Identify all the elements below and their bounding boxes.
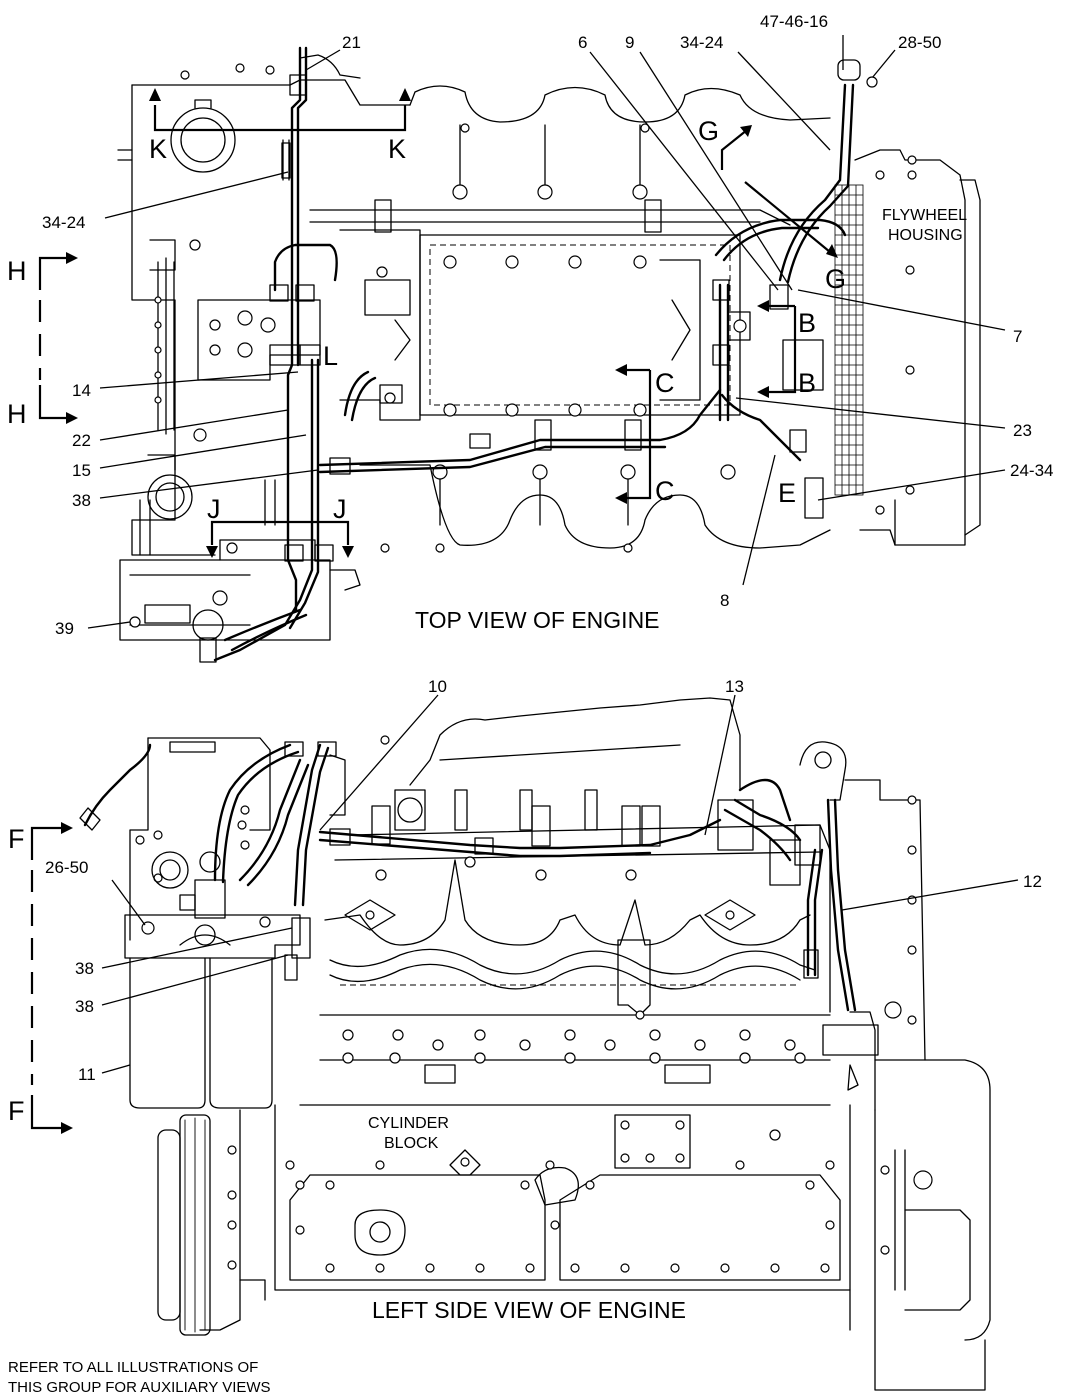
side-fuel-rail [318, 778, 824, 979]
top-valve-cover [409, 85, 831, 200]
top-view-caption: TOP VIEW OF ENGINE [415, 607, 660, 633]
callout-39: 39 [55, 619, 74, 638]
callout-38-upper: 38 [75, 959, 94, 978]
top-fuel-bracket [197, 284, 321, 381]
callout-23: 23 [1013, 421, 1032, 440]
callout-10: 10 [428, 677, 447, 696]
side-valve-cover-edge [324, 859, 816, 1020]
top-section-g [720, 125, 838, 258]
top-section-h [38, 252, 78, 424]
section-f-top: F [8, 824, 25, 854]
section-h-top: H [7, 256, 27, 286]
callout-12: 12 [1023, 872, 1042, 891]
top-fittings-b [712, 279, 824, 453]
top-cylinder-head-plate [339, 229, 741, 421]
section-l: L [323, 341, 338, 371]
section-c-top: C [655, 368, 675, 398]
side-front-housing [129, 737, 271, 941]
top-section-c [615, 364, 652, 504]
callout-38-lower: 38 [75, 997, 94, 1016]
section-k-right: K [388, 134, 406, 164]
top-fuel-lines-left [213, 46, 361, 662]
section-g-bottom: G [825, 264, 846, 294]
side-view-labels: 10 13 26-50 12 38 38 11 CYLINDER BLOCK F… [8, 677, 1042, 1323]
side-cylinder-block [274, 1104, 851, 1291]
section-j-left: J [207, 494, 221, 524]
top-valve-cover-lower [359, 464, 831, 553]
callout-9: 9 [625, 33, 634, 52]
callout-28-50: 28-50 [898, 33, 941, 52]
side-section-f [30, 822, 73, 1134]
top-leaders [87, 35, 1006, 629]
section-e: E [778, 478, 796, 508]
flywheel-housing-label-2: HOUSING [888, 227, 963, 244]
footnote-line-2: THIS GROUP FOR AUXILIARY VIEWS [8, 1379, 271, 1396]
section-b-bottom: B [798, 368, 816, 398]
top-fuel-filter-base [119, 479, 361, 663]
callout-22: 22 [72, 431, 91, 450]
top-section-k [149, 88, 411, 132]
top-pulley [154, 257, 175, 435]
callout-15: 15 [72, 461, 91, 480]
callout-21: 21 [342, 33, 361, 52]
footnote-line-1: REFER TO ALL ILLUSTRATIONS OF [8, 1359, 258, 1376]
callout-34-24-right: 34-24 [680, 33, 723, 52]
section-f-bottom: F [8, 1096, 25, 1126]
top-front-housing [117, 70, 411, 556]
callout-26-50: 26-50 [45, 858, 88, 877]
callout-11: 11 [78, 1065, 96, 1084]
callout-6: 6 [578, 33, 587, 52]
top-view: 21 34-24 6 9 34-24 47-46-16 28-50 7 14 2… [7, 12, 1053, 663]
callout-24-34: 24-34 [1010, 461, 1053, 480]
callout-34-24-left: 34-24 [42, 213, 85, 232]
top-injectors [374, 199, 662, 451]
section-h-bottom: H [7, 399, 27, 429]
side-view-caption: LEFT SIDE VIEW OF ENGINE [372, 1297, 686, 1323]
side-flywheel-housing [799, 741, 991, 1391]
side-cylinder-head [299, 697, 831, 1106]
side-head-bolts [342, 1029, 806, 1064]
cylinder-block-label-2: BLOCK [384, 1135, 439, 1152]
section-b-top: B [798, 308, 816, 338]
callout-38-top: 38 [72, 491, 91, 510]
side-filter-base [124, 851, 311, 1109]
section-g-top: G [698, 116, 719, 146]
section-j-right: J [333, 494, 347, 524]
top-section-j [206, 520, 354, 558]
left-side-view: 10 13 26-50 12 38 38 11 CYLINDER BLOCK F… [8, 677, 1042, 1391]
side-front-pulley [157, 1109, 266, 1336]
top-view-labels: 21 34-24 6 9 34-24 47-46-16 28-50 7 14 2… [7, 12, 1053, 638]
callout-47-46-16: 47-46-16 [760, 12, 828, 31]
footnote: REFER TO ALL ILLUSTRATIONS OF THIS GROUP… [8, 1359, 271, 1396]
side-injector-clamps [371, 789, 661, 881]
flywheel-housing-label: FLYWHEEL [882, 207, 967, 224]
section-k-left: K [149, 134, 167, 164]
callout-13: 13 [725, 677, 744, 696]
callout-7: 7 [1013, 327, 1022, 346]
section-c-bottom: C [655, 476, 675, 506]
side-leaders [101, 694, 1019, 1074]
top-section-b [757, 300, 797, 398]
side-fuel-hoses [213, 741, 346, 907]
cylinder-block-label: CYLINDER [368, 1115, 449, 1132]
callout-14: 14 [72, 381, 91, 400]
callout-8: 8 [720, 591, 729, 610]
